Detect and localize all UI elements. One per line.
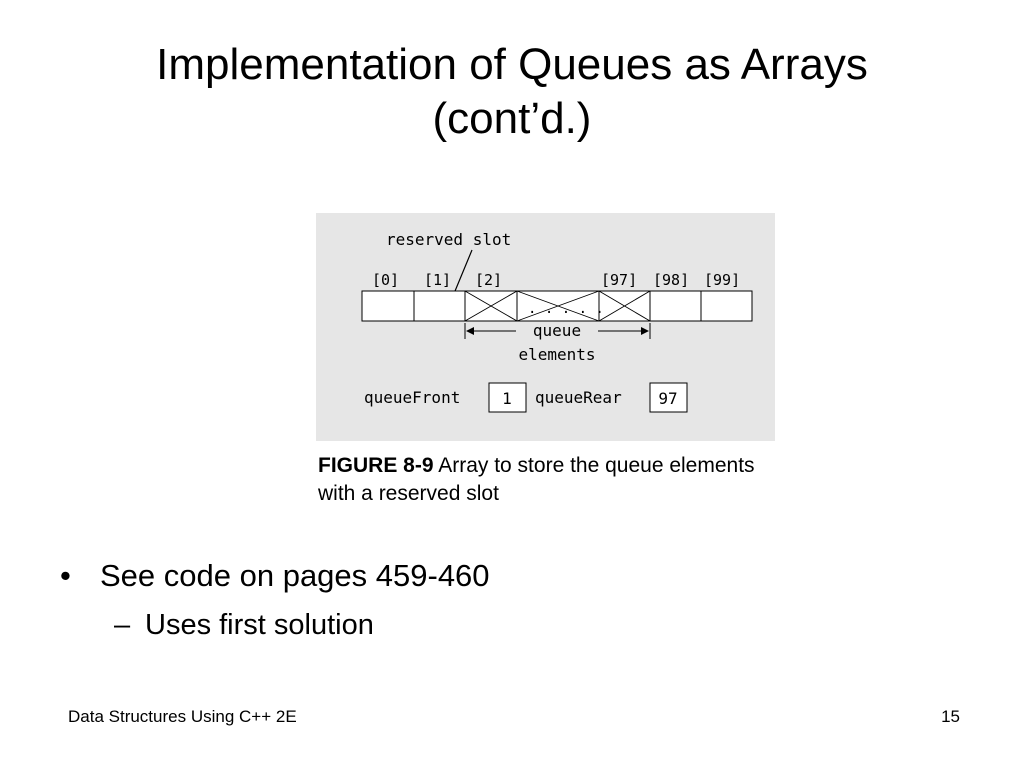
queue-front-label: queueFront bbox=[364, 388, 460, 407]
ellipsis-dots: . . . . . bbox=[528, 301, 604, 317]
index-98: [98] bbox=[653, 271, 689, 289]
figure-caption: FIGURE 8-9 Array to store the queue elem… bbox=[318, 452, 768, 508]
array-cell-0 bbox=[361, 290, 415, 322]
footer-page-number: 15 bbox=[941, 707, 960, 726]
index-2: [2] bbox=[475, 271, 502, 289]
index-99: [99] bbox=[704, 271, 740, 289]
reserved-slot-label: reserved slot bbox=[386, 230, 511, 249]
figure-caption-text: Array to store the queue elements with a… bbox=[318, 454, 755, 505]
index-97: [97] bbox=[601, 271, 637, 289]
cell-crosses bbox=[464, 290, 651, 322]
bullet-sub-text: Uses first solution bbox=[145, 609, 374, 641]
queue-array-figure: reserved slot [0] [1] [2] [97] [98] [99]… bbox=[316, 213, 775, 441]
queue-front-box bbox=[488, 382, 527, 413]
queue-label: queue bbox=[533, 321, 581, 340]
bullet-main: • See code on pages 459-460 bbox=[60, 555, 960, 597]
array-cell-98 bbox=[649, 290, 702, 322]
figure-caption-number: FIGURE 8-9 bbox=[318, 454, 434, 477]
footer-course-title: Data Structures Using C++ 2E bbox=[68, 707, 297, 726]
queue-array-diagram: reserved slot [0] [1] [2] [97] [98] [99]… bbox=[361, 230, 753, 413]
bullet-main-text: See code on pages 459-460 bbox=[100, 558, 490, 593]
index-1: [1] bbox=[424, 271, 451, 289]
slide-title-line-2: (cont’d.) bbox=[432, 94, 592, 143]
slide-title-line-1: Implementation of Queues as Arrays bbox=[156, 40, 868, 89]
queue-rear-label: queueRear bbox=[535, 388, 622, 407]
index-0: [0] bbox=[372, 271, 399, 289]
array-cell-99 bbox=[700, 290, 753, 322]
elements-label: elements bbox=[518, 345, 595, 364]
bullet-sub-marker: – bbox=[114, 609, 131, 641]
slide-title: Implementation of Queues as Arrays (cont… bbox=[0, 38, 1024, 146]
bullet-list: • See code on pages 459-460 – Uses first… bbox=[60, 555, 960, 645]
bullet-marker: • bbox=[60, 558, 71, 593]
array-cell-1 bbox=[413, 290, 466, 322]
queue-rear-box bbox=[649, 382, 688, 413]
queue-rear-value: 97 bbox=[658, 389, 677, 408]
bullet-sub: – Uses first solution bbox=[60, 605, 960, 645]
queue-front-value: 1 bbox=[502, 389, 512, 408]
